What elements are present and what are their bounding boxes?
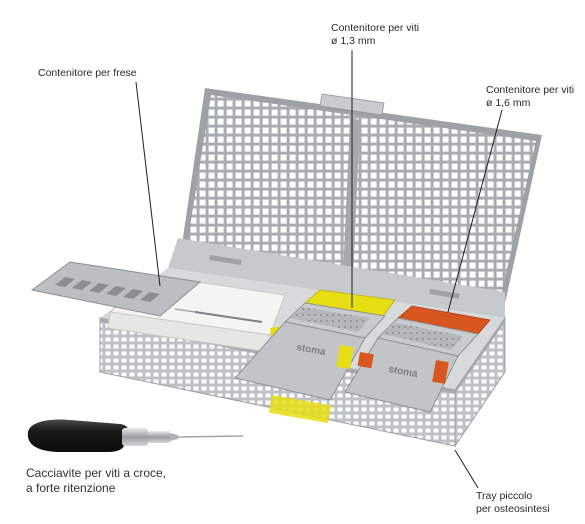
label-screwdriver-line1: Cacciavite per viti a croce,	[26, 466, 167, 480]
label-screw-13-line2: ø 1,3 mm	[331, 35, 376, 48]
screw-container-1-3mm: stoma	[234, 289, 396, 424]
label-bur-container: Contenitore per frese	[38, 67, 137, 80]
label-screwdriver-line2: a forte ritenzione	[26, 481, 116, 495]
leader-frese	[135, 81, 161, 287]
label-screw-13-line1: Contenitore per viti	[331, 22, 420, 34]
label-tray-line2: per osteosintesi	[476, 503, 550, 516]
label-screw-16-line1: Contenitore per viti	[486, 84, 575, 96]
leader-lines	[135, 50, 503, 489]
leader-tray	[454, 449, 479, 489]
label-screwdriver: Cacciavite per viti a croce, a forte rit…	[26, 466, 166, 496]
brand-mark-2: stoma	[387, 364, 418, 380]
label-screw-container-1-3mm: Contenitore per viti ø 1,3 mm	[331, 22, 419, 48]
screw-container-1-6mm: stoma	[344, 305, 491, 413]
cross-screwdriver	[27, 419, 244, 452]
label-screw-16-line2: ø 1,6 mm	[486, 97, 531, 110]
tray-lid	[180, 88, 542, 308]
leader-viti-16	[447, 109, 503, 313]
bur-container-lid	[30, 261, 202, 317]
label-bur-container-text: Contenitore per frese	[38, 67, 137, 79]
brand-mark-1: stoma	[295, 342, 326, 358]
label-small-tray: Tray piccolo per osteosintesi	[476, 490, 550, 516]
label-tray-line1: Tray piccolo	[476, 490, 533, 502]
label-screw-container-1-6mm: Contenitore per viti ø 1,6 mm	[486, 84, 574, 110]
